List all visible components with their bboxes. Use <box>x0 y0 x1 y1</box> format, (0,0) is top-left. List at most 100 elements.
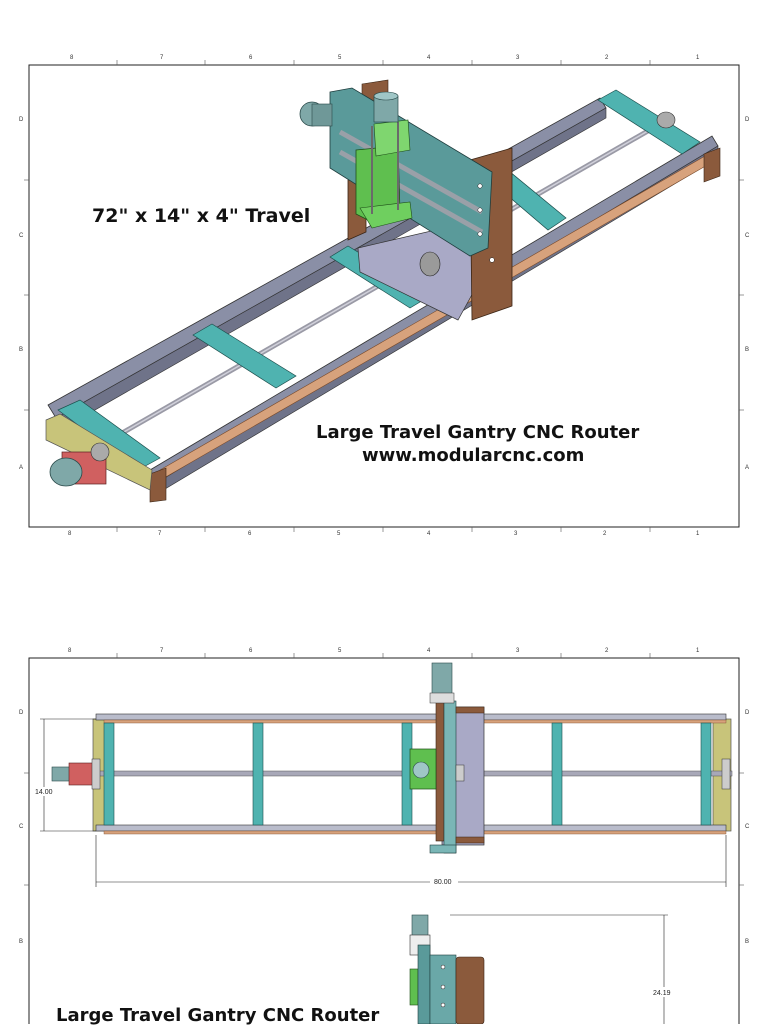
zone-row-label: D <box>19 710 24 716</box>
wood-post <box>149 467 167 503</box>
bolt <box>440 1002 446 1008</box>
zone-col-label: 2 <box>605 55 609 61</box>
dim-height: 24.19 <box>653 990 671 997</box>
y-rail <box>338 129 484 215</box>
gantry-clamp <box>455 836 485 844</box>
bearing-block <box>721 758 731 790</box>
travel-label: 72" x 14" x 4" Travel <box>92 205 311 227</box>
y-motor-body <box>311 103 333 127</box>
drawing-title: Large Travel Gantry CNC Router <box>316 422 640 443</box>
sheet-border <box>28 657 740 1024</box>
gantry-carriage <box>417 944 431 1024</box>
zone-col-label: 3 <box>516 648 520 654</box>
isometric-drawing: 8 7 6 5 4 3 2 1 8 7 6 5 4 3 2 1 D C B A … <box>19 55 750 537</box>
zone-col-label: 6 <box>249 648 253 654</box>
dim-label-bg <box>430 877 458 887</box>
x-motor <box>49 457 83 487</box>
gantry-carriage-foot <box>429 844 457 854</box>
zone-row-label: B <box>19 939 23 945</box>
orthographic-drawing: 8 7 6 5 4 3 2 1 D C B D C B <box>19 648 750 1024</box>
zone-col-label: 4 <box>427 648 431 654</box>
zone-labels: 8 7 6 5 4 3 2 1 D C B D C B <box>19 648 750 945</box>
crossbar <box>597 89 701 155</box>
z-top-plate <box>373 119 411 157</box>
dim-length: 80.00 <box>434 879 452 886</box>
zone-col-label: 8 <box>68 531 72 537</box>
motor-mount <box>68 762 94 786</box>
zone-row-label: D <box>745 710 750 716</box>
zone-row-label: C <box>19 233 24 239</box>
zone-col-label: 8 <box>70 55 74 61</box>
bolt <box>440 964 446 970</box>
cnc-machine-isometric <box>45 79 721 503</box>
zone-col-label: 4 <box>427 531 431 537</box>
zone-col-label: 1 <box>696 531 700 537</box>
crossbar <box>252 722 264 826</box>
y-motor-coupler <box>429 692 455 704</box>
bolt <box>489 257 495 263</box>
zone-labels: 8 7 6 5 4 3 2 1 8 7 6 5 4 3 2 1 D C B A … <box>19 55 750 537</box>
zone-col-label: 7 <box>158 531 162 537</box>
zone-col-label: 5 <box>338 55 342 61</box>
drawing-title: Large Travel Gantry CNC Router <box>56 1005 380 1026</box>
z-motor <box>411 914 429 938</box>
crossbar <box>192 323 297 389</box>
isometric-sheet: 8 7 6 5 4 3 2 1 8 7 6 5 4 3 2 1 D C B A … <box>19 55 750 537</box>
bolt <box>477 183 483 189</box>
sheet-border <box>28 64 740 528</box>
dimension-lines <box>40 718 727 1024</box>
zone-col-label: 6 <box>249 55 253 61</box>
zone-ticks <box>24 60 744 532</box>
dim-label-bg <box>36 787 56 796</box>
website-url: www.modularcnc.com <box>362 445 585 466</box>
zone-col-label: 3 <box>516 55 520 61</box>
x-motor <box>51 766 71 782</box>
bearing-block <box>91 758 101 790</box>
bearing-block <box>90 442 110 462</box>
zone-col-label: 1 <box>696 648 700 654</box>
nut-block <box>455 764 465 782</box>
gantry-carriage <box>443 700 457 854</box>
zone-col-label: 2 <box>605 648 609 654</box>
zone-col-label: 7 <box>160 55 164 61</box>
top-rail <box>95 713 727 721</box>
z-motor-cap <box>373 91 399 101</box>
zone-col-label: 1 <box>696 55 700 61</box>
zone-row-label: C <box>19 824 24 830</box>
bolt <box>477 207 483 213</box>
gantry-upright <box>435 700 445 842</box>
zone-row-label: A <box>19 465 23 471</box>
zone-col-label: 4 <box>427 55 431 61</box>
cnc-machine-side-view <box>409 914 485 1024</box>
wood-post <box>703 147 721 183</box>
zone-row-label: D <box>19 117 24 123</box>
zone-row-label: D <box>745 117 750 123</box>
cnc-machine-top-view <box>51 662 733 854</box>
crossbar <box>103 722 115 826</box>
zone-col-label: 3 <box>514 531 518 537</box>
bolt <box>477 231 483 237</box>
bottom-rack <box>103 830 727 835</box>
spindle <box>412 761 430 779</box>
top-rack <box>103 719 727 724</box>
dim-width: 14.00 <box>35 789 53 796</box>
bolt <box>440 984 446 990</box>
zone-row-label: B <box>745 347 749 353</box>
zone-row-label: B <box>745 939 749 945</box>
zone-col-label: 5 <box>337 531 341 537</box>
zone-col-label: 2 <box>603 531 607 537</box>
zone-row-label: B <box>19 347 23 353</box>
zone-row-label: C <box>745 233 750 239</box>
zone-col-label: 8 <box>68 648 72 654</box>
gantry-clamp <box>455 706 485 714</box>
zone-row-label: C <box>745 824 750 830</box>
gantry-upright <box>455 956 485 1024</box>
bearing-block <box>656 111 676 129</box>
crossbar <box>700 722 712 826</box>
bottom-rail <box>95 824 727 832</box>
nut-block <box>419 251 441 277</box>
zone-col-label: 6 <box>248 531 252 537</box>
zone-ticks <box>24 653 744 886</box>
z-plate <box>409 968 419 1006</box>
crossbar <box>551 722 563 826</box>
